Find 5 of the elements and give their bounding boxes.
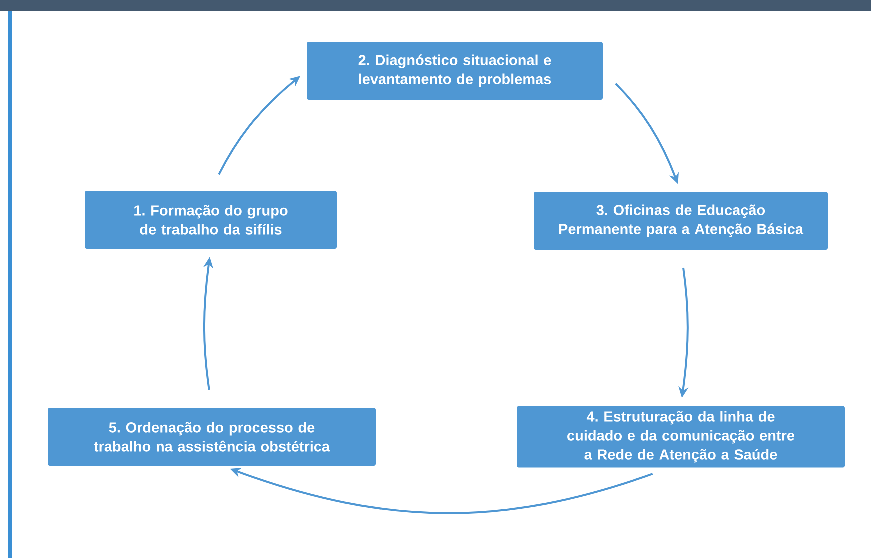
process-box: 4. Estruturação da linha de cuidado e da comunicação entre a Rede de Atenção a Saúde <box>517 406 845 468</box>
process-box: 1. Formação do grupo de trabalho da sifílis <box>85 191 337 249</box>
process-box: 5. Ordenação do processo de trabalho na assistência obstétrica <box>48 408 376 466</box>
process-box: 2. Diagnóstico situacional e levantamento de problemas <box>307 42 603 100</box>
process-box: 3. Oficinas de Educação Permanente para a Atenção Básica <box>534 192 828 250</box>
